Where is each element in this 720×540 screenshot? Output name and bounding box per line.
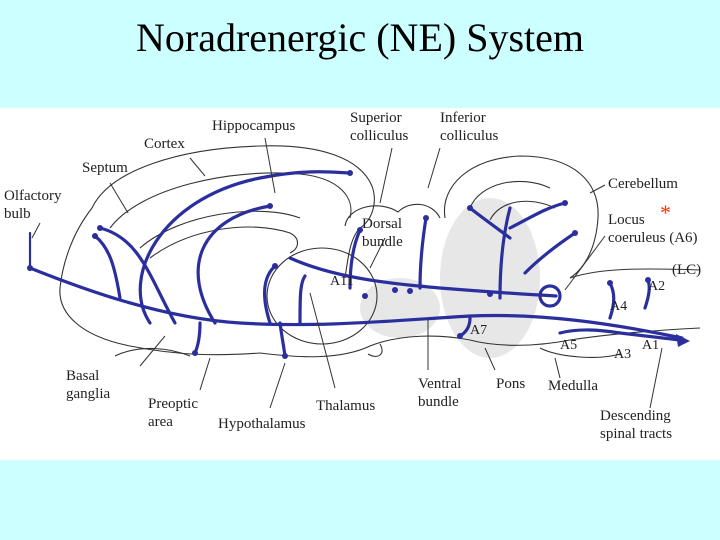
- label-superior-colliculus-2: colliculus: [350, 128, 408, 144]
- label-a5: A5: [560, 338, 577, 353]
- label-ventral-bundle-2: bundle: [418, 394, 459, 410]
- label-superior-colliculus-1: Superior: [350, 110, 402, 126]
- terminal-nodes: [27, 170, 651, 359]
- label-olfactory-bulb-1: Olfactory: [4, 188, 62, 204]
- label-thalamus: Thalamus: [316, 398, 375, 414]
- diagram-labels: Olfactory bulb Septum Cortex Hippocampus…: [4, 110, 701, 442]
- label-basal-ganglia-2: ganglia: [66, 386, 110, 402]
- label-septum: Septum: [82, 160, 128, 176]
- slide-title: Noradrenergic (NE) System: [135, 15, 584, 60]
- label-a1: A1: [642, 338, 659, 353]
- label-a3: A3: [614, 347, 631, 362]
- label-preoptic-area-1: Preoptic: [148, 396, 198, 412]
- label-a7: A7: [470, 323, 487, 338]
- asterisk-marker: *: [660, 200, 671, 225]
- label-pons: Pons: [496, 376, 525, 392]
- stipple-shading: [360, 198, 540, 358]
- label-dorsal-bundle-1: Dorsal: [362, 216, 402, 232]
- label-locus-coeruleus-1: Locus: [608, 212, 645, 228]
- label-descending-spinal-tracts-2: spinal tracts: [600, 426, 672, 442]
- label-inferior-colliculus-1: Inferior: [440, 110, 486, 126]
- label-hypothalamus: Hypothalamus: [218, 416, 306, 432]
- noradrenergic-pathway-diagram: Olfactory bulb Septum Cortex Hippocampus…: [4, 110, 701, 442]
- label-cerebellum: Cerebellum: [608, 176, 678, 192]
- label-olfactory-bulb-2: bulb: [4, 206, 31, 222]
- label-hippocampus: Hippocampus: [212, 118, 295, 134]
- ne-pathways: [28, 170, 690, 358]
- label-basal-ganglia-1: Basal: [66, 368, 99, 384]
- label-descending-spinal-tracts-1: Descending: [600, 408, 671, 424]
- label-lc-abbrev: (LC): [672, 262, 701, 278]
- label-cortex: Cortex: [144, 136, 185, 152]
- leader-lines: [31, 137, 663, 409]
- label-dorsal-bundle-2: bundle: [362, 234, 403, 250]
- label-a2: A2: [648, 279, 665, 294]
- label-a4: A4: [610, 299, 627, 314]
- label-inferior-colliculus-2: colliculus: [440, 128, 498, 144]
- brain-outline: [59, 145, 701, 358]
- label-preoptic-area-2: area: [148, 414, 173, 430]
- label-medulla: Medulla: [548, 378, 598, 394]
- diagram-panel: Olfactory bulb Septum Cortex Hippocampus…: [0, 108, 720, 460]
- label-a11: A11: [330, 274, 354, 289]
- label-ventral-bundle-1: Ventral: [418, 376, 461, 392]
- label-locus-coeruleus-2: coeruleus (A6): [608, 230, 698, 246]
